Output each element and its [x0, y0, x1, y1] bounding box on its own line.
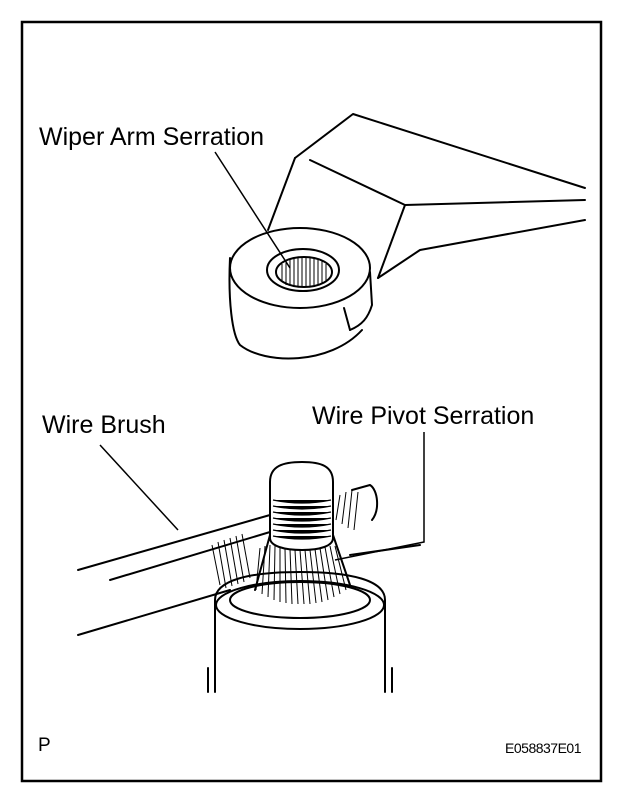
label-wiper-arm-serration: Wiper Arm Serration [39, 123, 265, 151]
figure-code: E058837E01 [505, 740, 581, 756]
pivot-shaft-drawing [207, 461, 393, 693]
label-wire-pivot-serration: Wire Pivot Serration [312, 402, 535, 430]
leader-wire-brush [99, 444, 179, 531]
bore-serration-hatch [281, 258, 327, 287]
label-wire-brush: Wire Brush [42, 411, 166, 439]
wiper-arm-drawing [228, 113, 586, 360]
page-marker: P [38, 735, 51, 756]
spindle-serration-hatch [272, 499, 332, 540]
leader-wire-pivot-serration [334, 432, 425, 561]
wire-brush-drawing [77, 484, 421, 636]
figure-frame [20, 20, 603, 783]
brush-bristles [211, 489, 359, 605]
leader-wiper-arm-serration [214, 151, 291, 269]
